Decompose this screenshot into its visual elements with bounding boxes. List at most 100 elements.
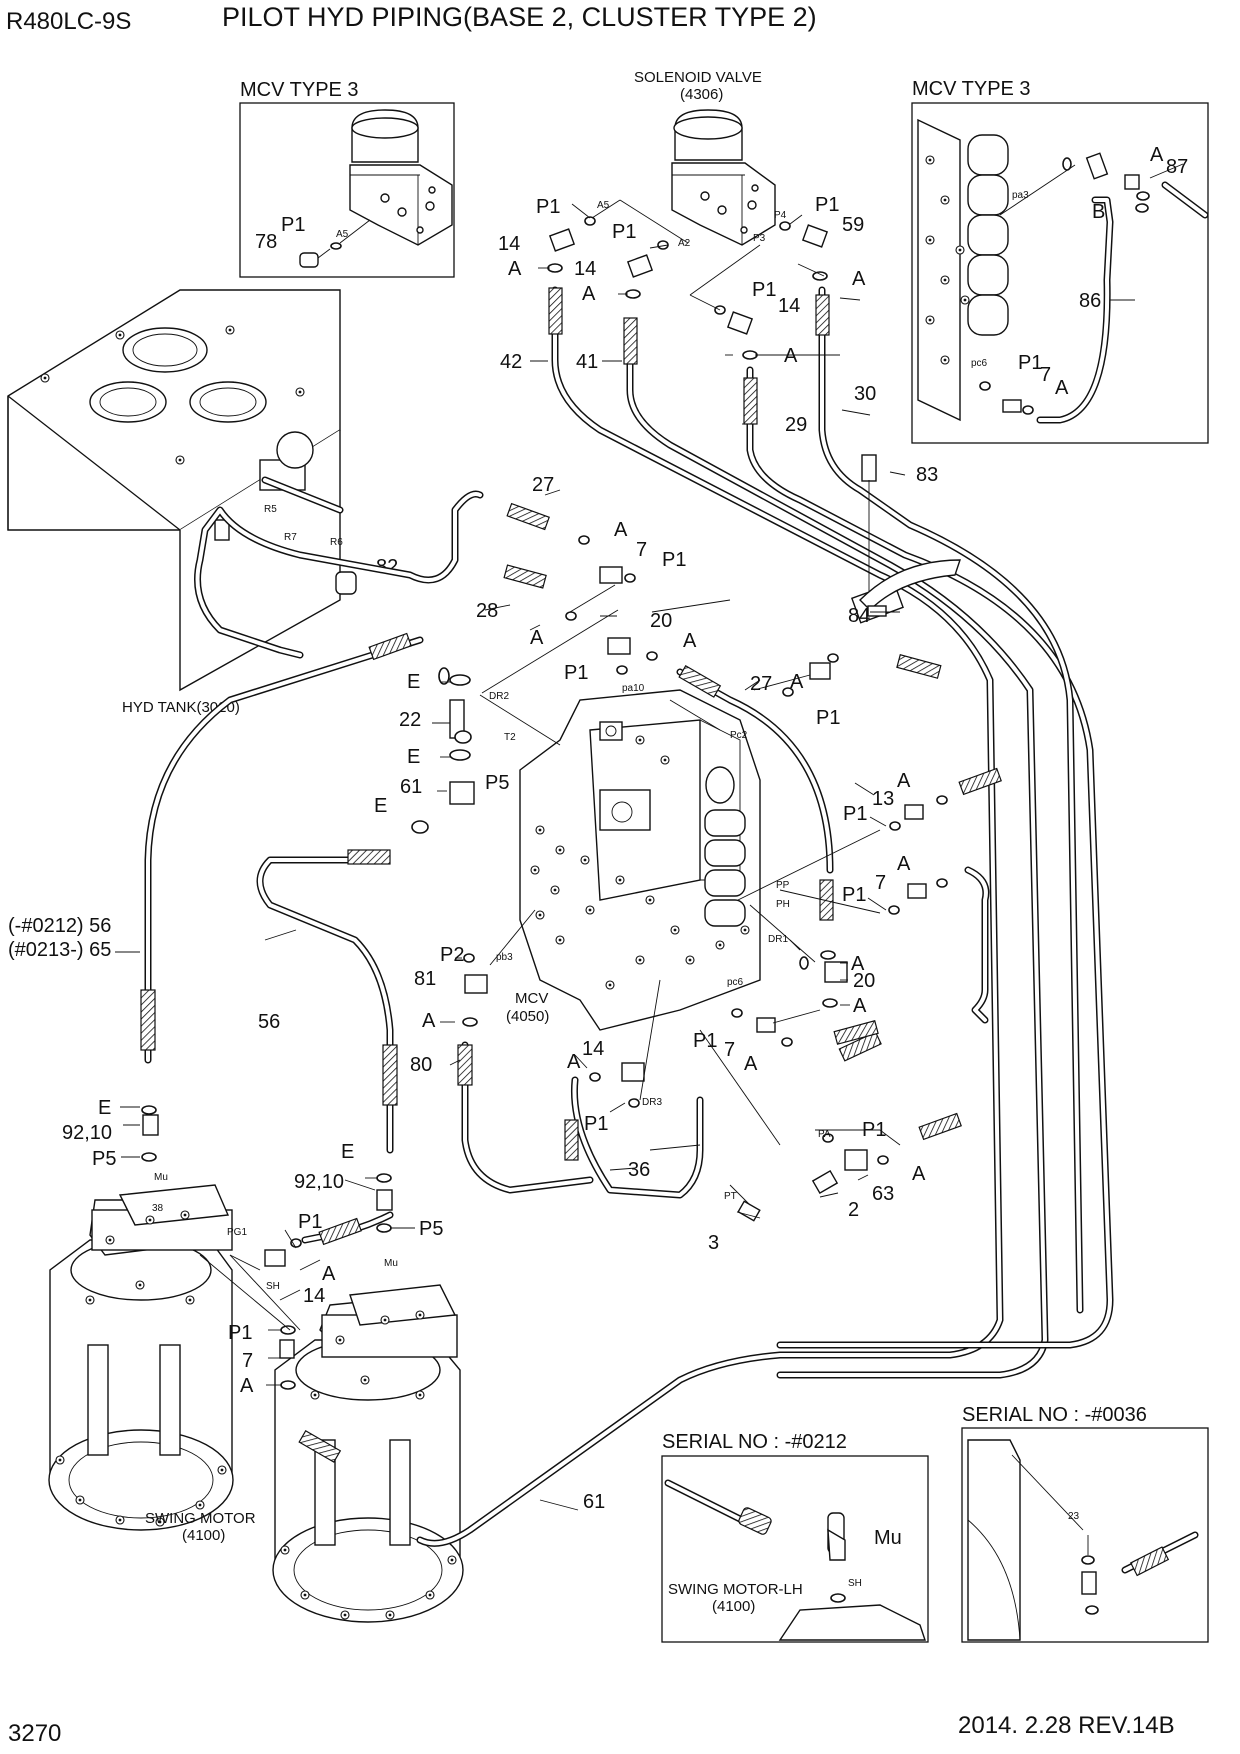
- callout: E: [341, 1141, 354, 1163]
- callout: (-#0212) 56: [8, 915, 111, 937]
- swing-motor-right: [272, 1284, 464, 1623]
- callout: A: [1055, 377, 1069, 399]
- callout: PA: [818, 1129, 831, 1140]
- callout: pa10: [622, 683, 645, 694]
- callout: 38: [152, 1203, 164, 1214]
- callout: DR2: [489, 691, 509, 702]
- callout: 13: [872, 788, 894, 810]
- page-number: 3270: [8, 1720, 61, 1747]
- main-control-valve: [519, 689, 761, 1031]
- revision-stamp: 2014. 2.28 REV.14B: [958, 1712, 1175, 1739]
- callout: 14: [303, 1285, 325, 1307]
- solenoid-label-no: (4306): [680, 86, 723, 103]
- callout: PG1: [227, 1227, 247, 1238]
- callout: 7: [242, 1350, 253, 1372]
- callout: 80: [410, 1054, 432, 1076]
- callout: A5: [597, 200, 610, 211]
- page-title: PILOT HYD PIPING(BASE 2, CLUSTER TYPE 2): [222, 2, 817, 32]
- callout: 92,10: [294, 1171, 344, 1193]
- callout: 61: [400, 776, 422, 798]
- callout: A: [614, 519, 628, 541]
- callout: P1: [564, 662, 588, 684]
- callout: P1: [281, 214, 305, 236]
- callout: 22: [399, 709, 421, 731]
- swing-motor-label: SWING MOTOR: [145, 1510, 256, 1527]
- callout: 27: [750, 673, 772, 695]
- callout: SH: [266, 1281, 280, 1292]
- callout: P1: [843, 803, 867, 825]
- callout: (#0213-) 65: [8, 939, 111, 961]
- callout: P1: [298, 1211, 322, 1233]
- callout: 7: [724, 1039, 735, 1061]
- inset-label-swing-motor-lh-no: (4100): [712, 1598, 755, 1615]
- swing-motor-left: [48, 1184, 234, 1531]
- callout: A: [853, 995, 867, 1017]
- solenoid-valve: [671, 109, 776, 246]
- inset-mcv-left: MCV TYPE 3: [239, 79, 455, 278]
- callout: P1: [536, 196, 560, 218]
- callout: P4: [774, 210, 787, 221]
- callout: DR1: [768, 934, 788, 945]
- callout: A: [784, 345, 798, 367]
- hose-clamp: [859, 559, 961, 617]
- callout: P1: [862, 1119, 886, 1141]
- hydraulic-tank: [7, 289, 344, 692]
- callout: 81: [414, 968, 436, 990]
- callout: 20: [853, 970, 875, 992]
- callout: pb3: [496, 952, 513, 963]
- callout: 3: [708, 1232, 719, 1254]
- callout: P1: [842, 884, 866, 906]
- callout: 14: [778, 295, 800, 317]
- callout: E: [374, 795, 387, 817]
- callout: P1: [693, 1030, 717, 1052]
- callout: E: [407, 671, 420, 693]
- callout: 78: [255, 231, 277, 253]
- mcv-label: MCV: [515, 990, 548, 1007]
- callout: P5: [485, 772, 509, 794]
- callout: PP: [776, 880, 790, 891]
- inset-serial-0212-title: SERIAL NO : -#0212: [662, 1431, 847, 1453]
- callout: P1: [662, 549, 686, 571]
- callout: P1: [1018, 352, 1042, 374]
- callout: 7: [636, 539, 647, 561]
- callout: P2: [440, 944, 464, 966]
- callout: A: [567, 1051, 581, 1073]
- callout: A: [530, 627, 544, 649]
- callout: R6: [330, 537, 343, 548]
- callout: A: [744, 1053, 758, 1075]
- callout: 29: [785, 414, 807, 436]
- callout: pc6: [971, 358, 988, 369]
- callout: P1: [584, 1113, 608, 1135]
- callout: P5: [92, 1148, 116, 1170]
- callout: A: [422, 1010, 436, 1032]
- model-number: R480LC-9S: [6, 8, 131, 35]
- callout: 86: [1079, 290, 1101, 312]
- inset-serial-0036: SERIAL NO : -#0036: [961, 1404, 1209, 1643]
- callout: P1: [815, 194, 839, 216]
- o-rings: [141, 216, 948, 1390]
- inset-label-swing-motor-lh: SWING MOTOR-LH: [668, 1581, 803, 1598]
- callout: Mu: [874, 1527, 902, 1549]
- callout: T2: [504, 732, 516, 743]
- mcv-label-no: (4050): [506, 1008, 549, 1025]
- hose-routes: [144, 286, 1114, 1547]
- callout: A: [1150, 144, 1164, 166]
- callout: 14: [574, 258, 596, 280]
- inset-mcv-left-title: MCV TYPE 3: [240, 79, 359, 101]
- callout: A: [897, 770, 911, 792]
- callout: P3: [753, 233, 766, 244]
- callout: 83: [916, 464, 938, 486]
- callout: PT: [724, 1191, 737, 1202]
- callout: P5: [419, 1218, 443, 1240]
- callout: R7: [284, 532, 297, 543]
- callout: A: [790, 671, 804, 693]
- callout: 20: [650, 610, 672, 632]
- inset-serial-0036-title: SERIAL NO : -#0036: [962, 1404, 1147, 1426]
- callout: 2: [848, 1199, 859, 1221]
- callout: Mu: [384, 1258, 398, 1269]
- callout: SH: [848, 1578, 862, 1589]
- callout: 23: [1068, 1511, 1080, 1522]
- swing-motor-label-no: (4100): [182, 1527, 225, 1544]
- callout: A: [582, 283, 596, 305]
